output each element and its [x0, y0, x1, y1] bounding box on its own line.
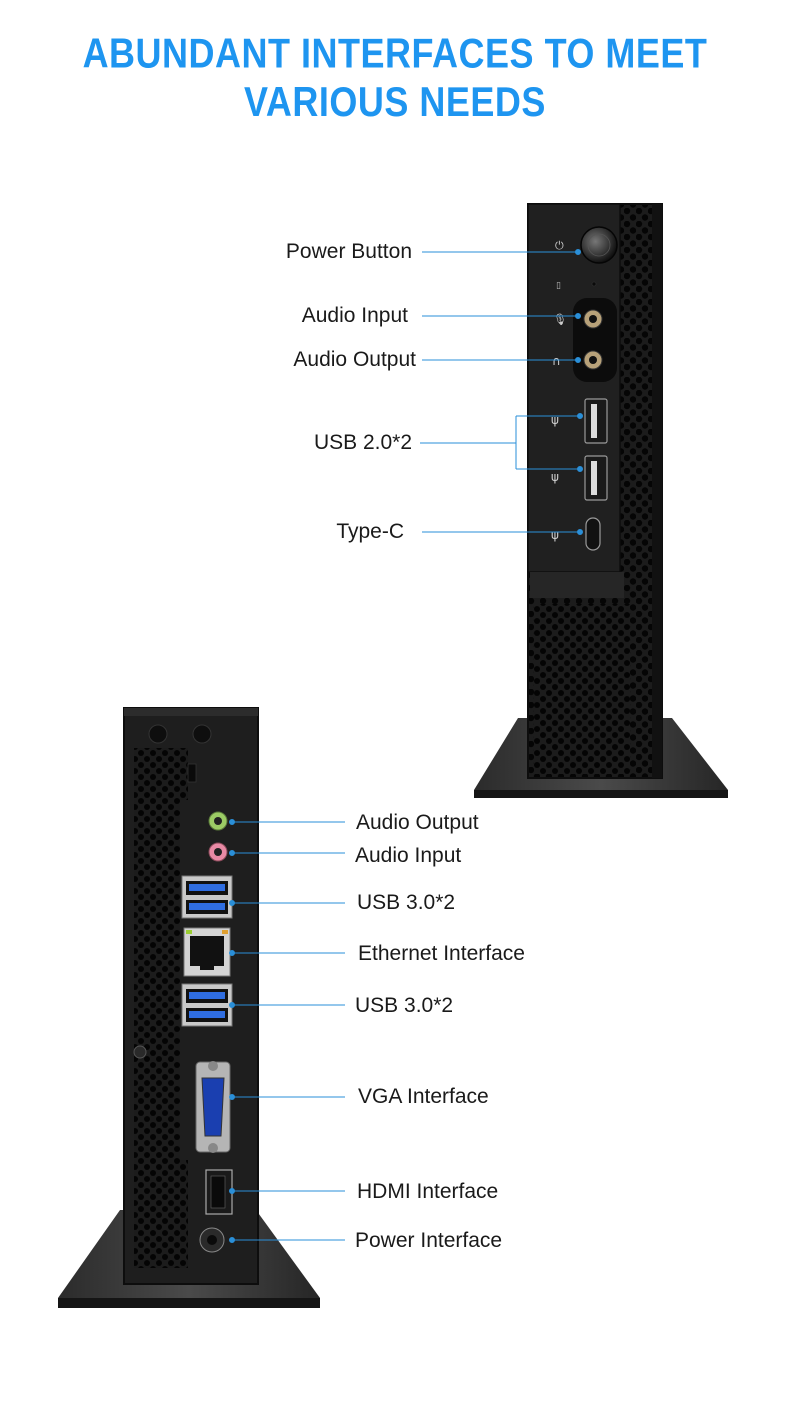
- headphone-icon: ∩: [552, 354, 561, 368]
- disk-icon: ▯: [556, 281, 561, 291]
- label-usb2: USB 2.0*2: [313, 431, 412, 454]
- kensington-lock: [187, 763, 197, 783]
- label-usb3-b: USB 3.0*2: [355, 994, 454, 1017]
- label-audio-input-rear: Audio Input: [355, 844, 462, 867]
- label-power-interface: Power Interface: [355, 1229, 503, 1252]
- label-usb3-a: USB 3.0*2: [357, 891, 456, 914]
- mic-icon: 🎙: [553, 313, 567, 326]
- rear-unit: [58, 707, 320, 1308]
- usb-icon: ψ: [551, 470, 559, 484]
- label-audio-output-rear: Audio Output: [356, 811, 479, 834]
- front-leader-lines: [420, 249, 583, 535]
- page-title: ABUNDANT INTERFACES TO MEET VARIOUS NEED…: [82, 29, 708, 126]
- front-unit: ⏻ ▯ 🎙 ∩ ψ ψ ψ: [474, 203, 728, 798]
- label-power-button: Power Button: [285, 240, 412, 263]
- type-c-port: [585, 517, 601, 551]
- label-ethernet: Ethernet Interface: [358, 942, 525, 965]
- usb-icon: ψ: [551, 528, 559, 542]
- rear-leader-lines: [229, 819, 345, 1243]
- power-button: [580, 226, 618, 264]
- power-icon: ⏻: [555, 239, 564, 252]
- label-vga: VGA Interface: [358, 1085, 489, 1108]
- label-hdmi: HDMI Interface: [357, 1180, 499, 1203]
- usb-icon: ψ: [551, 413, 559, 427]
- label-audio-input-front: Audio Input: [301, 304, 408, 327]
- label-audio-output-front: Audio Output: [293, 348, 416, 371]
- label-type-c: Type-C: [336, 520, 404, 543]
